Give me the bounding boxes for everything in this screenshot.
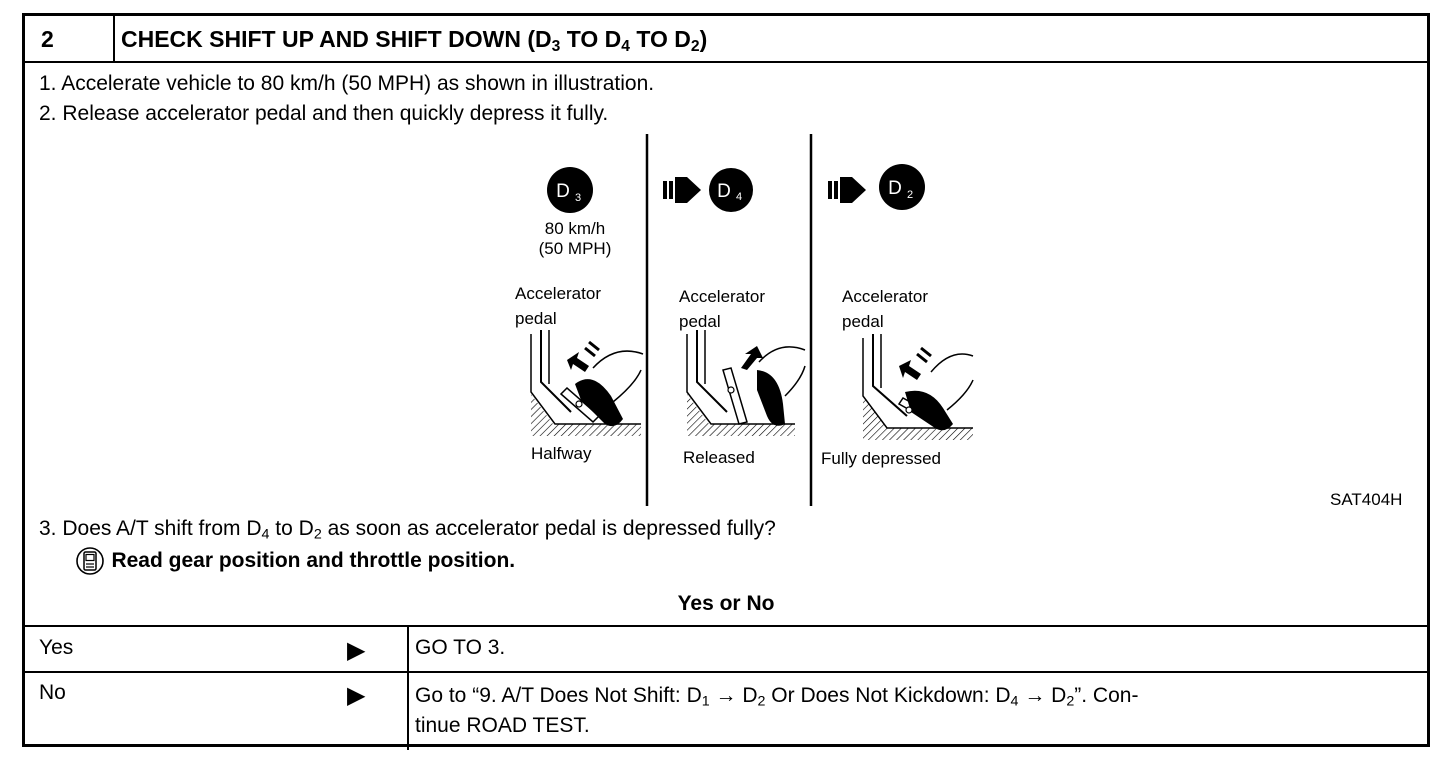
- pedal-released-figure: [686, 330, 806, 436]
- svg-text:D: D: [888, 178, 902, 199]
- speed-label: 80 km/h (50 MPH): [538, 219, 612, 258]
- svg-text:D: D: [556, 181, 570, 202]
- consult-monitor-icon: [76, 547, 104, 575]
- decision-rule-top: [25, 625, 1427, 627]
- svg-text:D: D: [717, 181, 731, 202]
- pedal-halfway-figure: [530, 330, 644, 436]
- panel2-label: Accelerator pedal: [679, 287, 765, 331]
- step-title: CHECK SHIFT UP AND SHIFT DOWN (D3 TO D4 …: [121, 26, 708, 55]
- decision-rule-mid: [25, 671, 1427, 673]
- gear-d4-icon: D 4: [709, 168, 753, 212]
- decision-divider: [407, 625, 409, 750]
- gear-d2-icon: D 2: [879, 164, 925, 210]
- yes-label: Yes: [39, 636, 74, 659]
- question-3: 3. Does A/T shift from D4 to D2 as soon …: [39, 517, 776, 543]
- pedal-fully-depressed-figure: [862, 334, 974, 440]
- consult-note-text: Read gear position and throttle position…: [111, 549, 516, 572]
- caption-released: Released: [683, 448, 755, 467]
- caption-halfway: Halfway: [531, 444, 592, 463]
- svg-text:4: 4: [736, 191, 742, 203]
- yes-arrow-icon: ▶: [347, 637, 366, 664]
- shift-arrow-icon: [663, 177, 701, 203]
- no-label: No: [39, 681, 66, 704]
- header-rule: [25, 61, 1427, 63]
- instruction-1: 1. Accelerate vehicle to 80 km/h (50 MPH…: [39, 72, 655, 95]
- illustration-code: SAT404H: [1330, 490, 1403, 509]
- instruction-2: 2. Release accelerator pedal and then qu…: [39, 102, 609, 125]
- no-arrow-icon: ▶: [347, 682, 366, 709]
- caption-fully-depressed: Fully depressed: [821, 449, 942, 468]
- no-action[interactable]: Go to “9. A/T Does Not Shift: D1 → D2 Or…: [415, 684, 1139, 737]
- procedure-table: 2 CHECK SHIFT UP AND SHIFT DOWN (D3 TO D…: [22, 13, 1430, 750]
- shift-pedal-illustration: D 3 D 4 D 2: [530, 134, 974, 506]
- step-number: 2: [41, 26, 54, 52]
- header-divider: [113, 16, 115, 61]
- decision-heading: Yes or No: [677, 592, 775, 615]
- consult-note: Read gear position and throttle position…: [75, 546, 515, 576]
- panel3-label: Accelerator pedal: [842, 287, 928, 331]
- svg-text:3: 3: [575, 192, 581, 204]
- svg-text:2: 2: [907, 189, 913, 201]
- panel1-label: Accelerator pedal: [515, 284, 601, 328]
- gear-d3-icon: D 3: [547, 167, 593, 213]
- shift-arrow-icon: [828, 177, 866, 203]
- yes-action[interactable]: GO TO 3.: [415, 636, 506, 659]
